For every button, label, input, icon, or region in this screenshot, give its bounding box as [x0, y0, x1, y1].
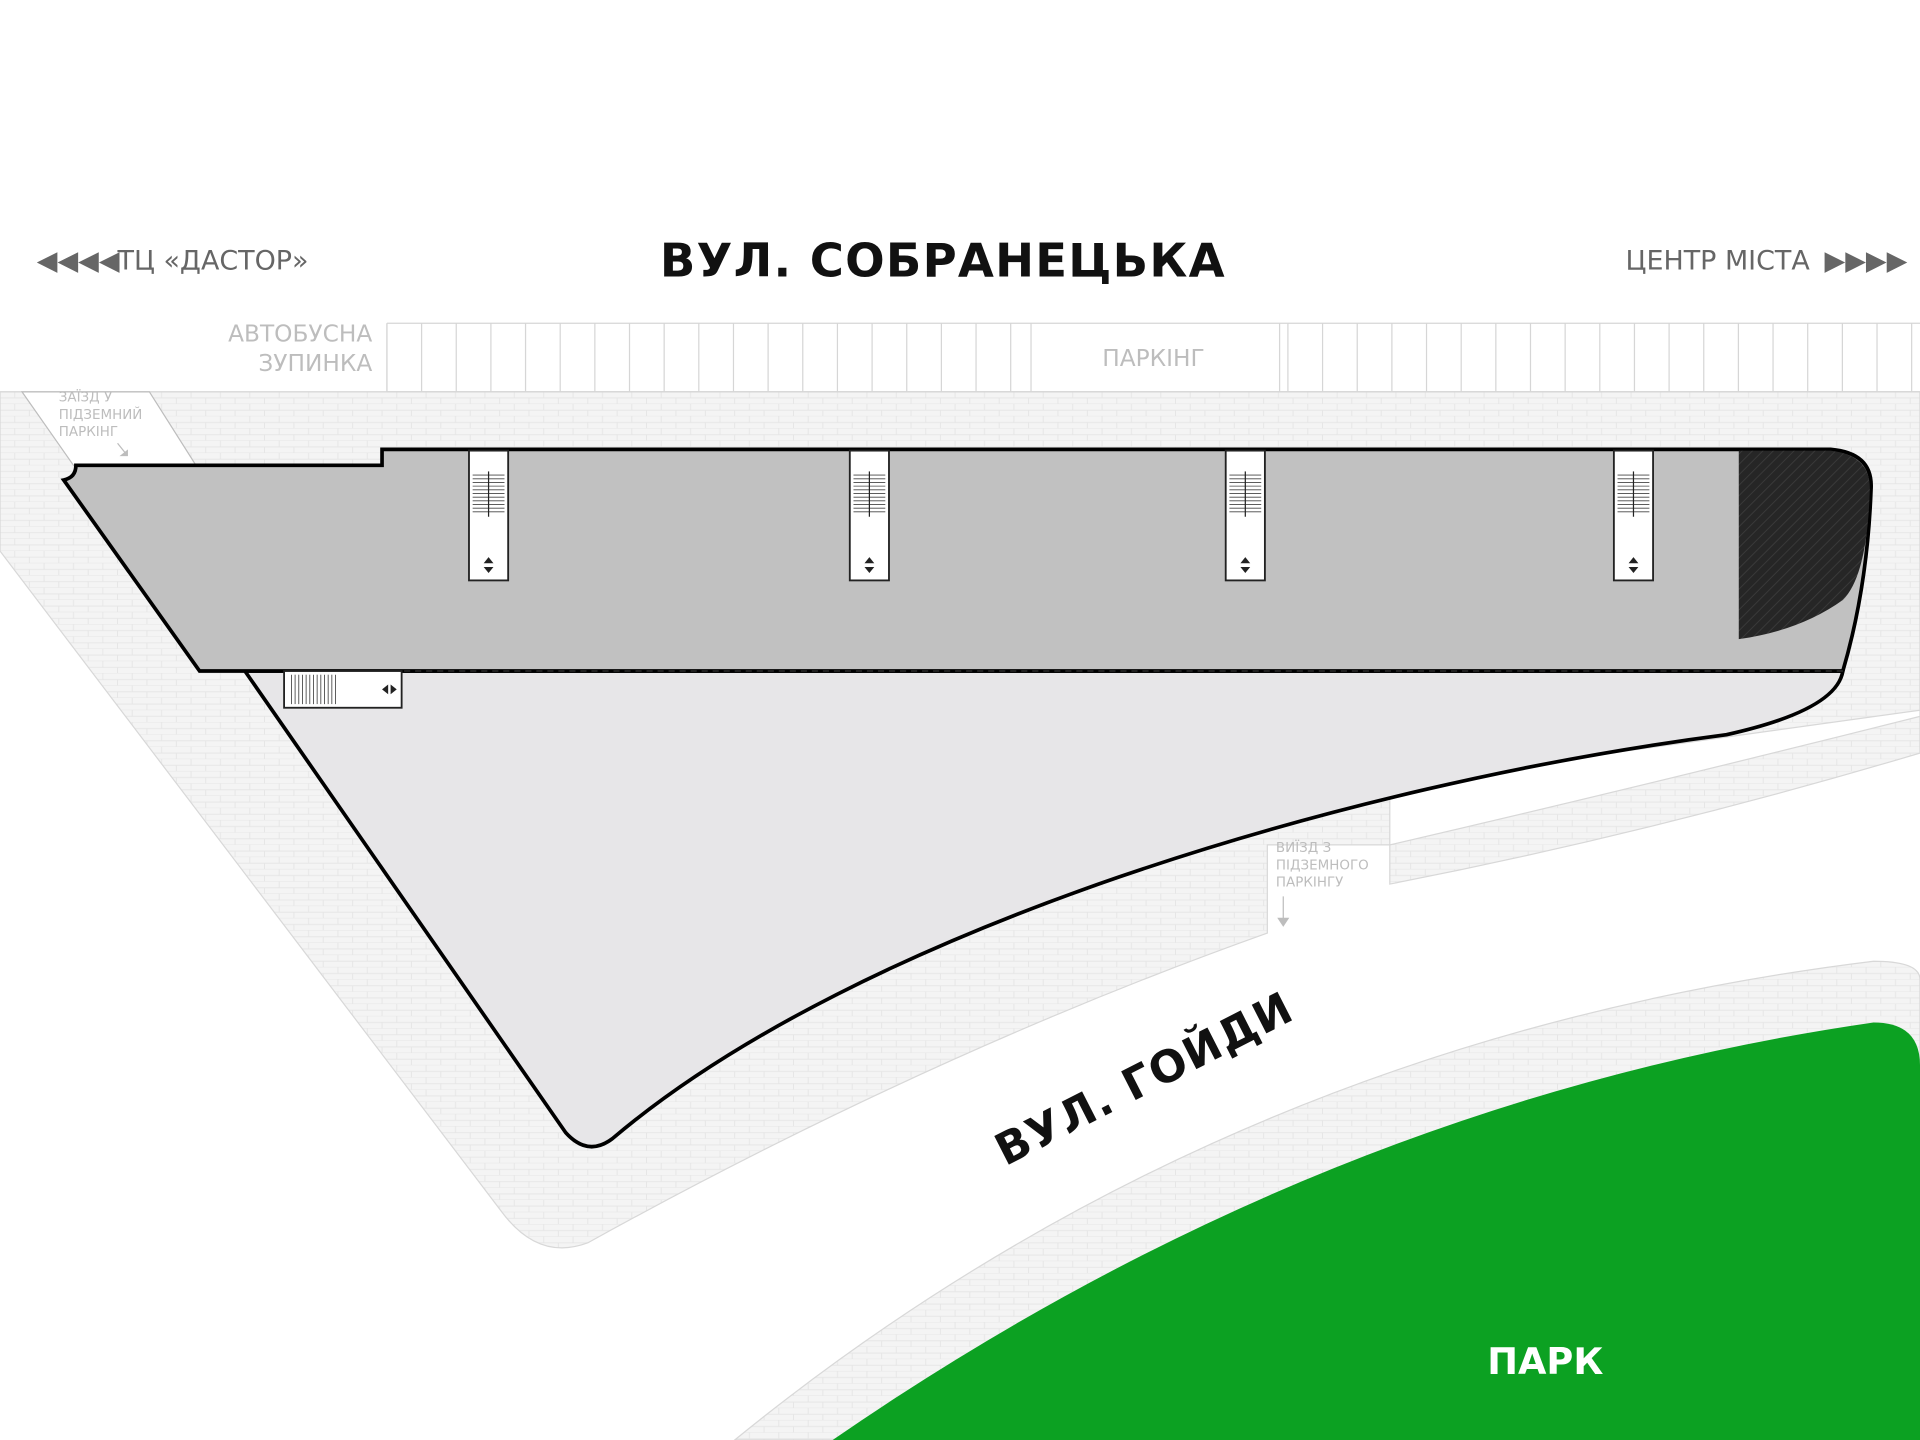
direction-right-arrows: ▶▶▶▶: [1824, 245, 1907, 276]
elevator-icon: [483, 557, 494, 574]
elevator-icon: [382, 684, 397, 695]
sidewalk: [0, 391, 1920, 885]
exit-label-1: ВИЇЗД З: [1276, 838, 1331, 856]
direction-right-label: ЦЕНТР МІСТА: [1626, 245, 1811, 276]
street-sobranetska: ВУЛ. СОБРАНЕЦЬКА: [660, 234, 1226, 288]
elevator-icon: [1240, 557, 1251, 574]
building-upper: [60, 447, 1873, 673]
stairwell: [1612, 449, 1654, 582]
bus-stop-label-2: ЗУПИНКА: [258, 350, 372, 377]
park-area: [832, 1022, 1920, 1440]
stairwell: [468, 449, 510, 582]
stairwell-lower: [283, 670, 403, 709]
hatched-area: [1738, 450, 1870, 640]
exit-label-3: ПАРКІНГУ: [1276, 876, 1343, 891]
stairwell: [1224, 449, 1266, 582]
stairwell: [848, 449, 890, 582]
entry-arrow-icon: [117, 442, 128, 457]
direction-left-arrows: ◀◀◀◀: [37, 245, 120, 276]
direction-left-label: ТЦ «ДАСТОР»: [117, 245, 309, 276]
bus-stop-label: АВТОБУСНА: [228, 321, 372, 348]
entry-label-2: ПІДЗЕМНИЙ: [59, 405, 143, 423]
elevator-icon: [1628, 557, 1639, 574]
elevator-icon: [864, 557, 875, 574]
park-label: ПАРК: [1487, 1340, 1603, 1383]
parking-strip: [386, 322, 1920, 393]
parking-label: ПАРКІНГ: [1102, 345, 1204, 372]
entry-label-3: ПАРКІНГ: [59, 425, 118, 440]
exit-label-2: ПІДЗЕМНОГО: [1276, 858, 1369, 873]
entry-label-1: ЗАЇЗД У: [59, 388, 112, 406]
exit-arrow-icon: [1277, 896, 1290, 927]
building-lower: [241, 669, 1846, 1149]
